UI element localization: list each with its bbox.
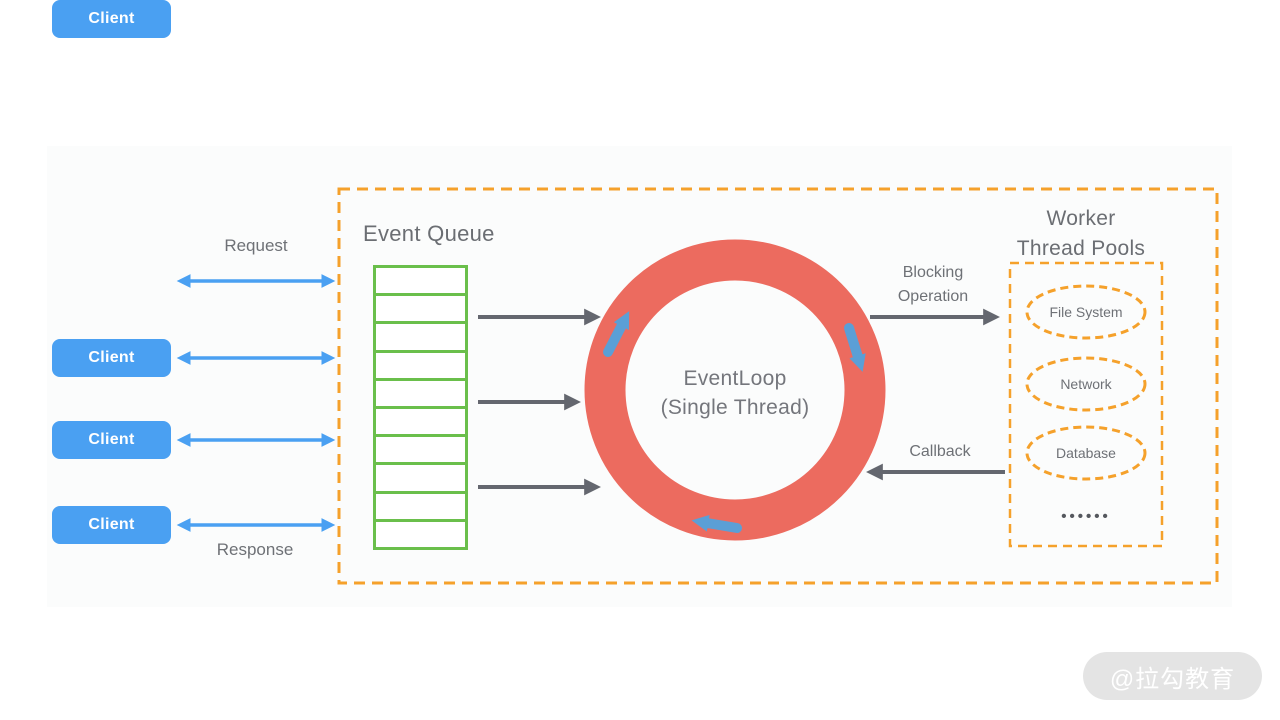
event-queue-cell bbox=[376, 324, 465, 353]
blocking-operation-label-line2: Operation bbox=[897, 288, 969, 305]
client-label: Client bbox=[88, 516, 135, 533]
event-queue-box bbox=[373, 265, 468, 550]
event-queue-cell bbox=[376, 296, 465, 325]
client-box-3: Client bbox=[52, 506, 171, 544]
event-queue-cell bbox=[376, 465, 465, 494]
event-loop-title-line2: (Single Thread) bbox=[660, 396, 810, 419]
event-queue-cell bbox=[376, 409, 465, 438]
worker-pools-title-line2: Thread Pools bbox=[1016, 237, 1146, 260]
client-box-1: Client bbox=[52, 339, 171, 377]
pool-ellipsis-dots: •••••• bbox=[1061, 508, 1111, 525]
event-queue-title: Event Queue bbox=[363, 221, 495, 246]
client-label: Client bbox=[88, 10, 135, 27]
blocking-operation-label: Blocking Operation bbox=[873, 261, 993, 309]
event-queue-cell bbox=[376, 437, 465, 466]
event-queue-cell bbox=[376, 353, 465, 381]
client-box-4: Client bbox=[52, 0, 171, 38]
watermark-badge: @拉勾教育 bbox=[1083, 652, 1262, 700]
event-loop-title: EventLoop (Single Thread) bbox=[635, 364, 835, 422]
event-queue-cell bbox=[376, 494, 465, 522]
worker-pools-title: Worker Thread Pools bbox=[981, 204, 1181, 264]
request-label: Request bbox=[224, 236, 288, 255]
worker-pools-title-line1: Worker bbox=[1046, 207, 1116, 230]
event-queue-cell bbox=[376, 522, 465, 547]
client-label: Client bbox=[88, 349, 135, 366]
response-label: Response bbox=[216, 540, 294, 559]
client-box-2: Client bbox=[52, 421, 171, 459]
client-label: Client bbox=[88, 431, 135, 448]
event-queue-cell bbox=[376, 381, 465, 410]
event-loop-title-line1: EventLoop bbox=[683, 367, 787, 390]
event-queue-cell bbox=[376, 268, 465, 297]
callback-label: Callback bbox=[909, 443, 971, 460]
blocking-operation-label-line1: Blocking bbox=[902, 264, 964, 281]
watermark-text: @拉勾教育 bbox=[1109, 665, 1236, 693]
